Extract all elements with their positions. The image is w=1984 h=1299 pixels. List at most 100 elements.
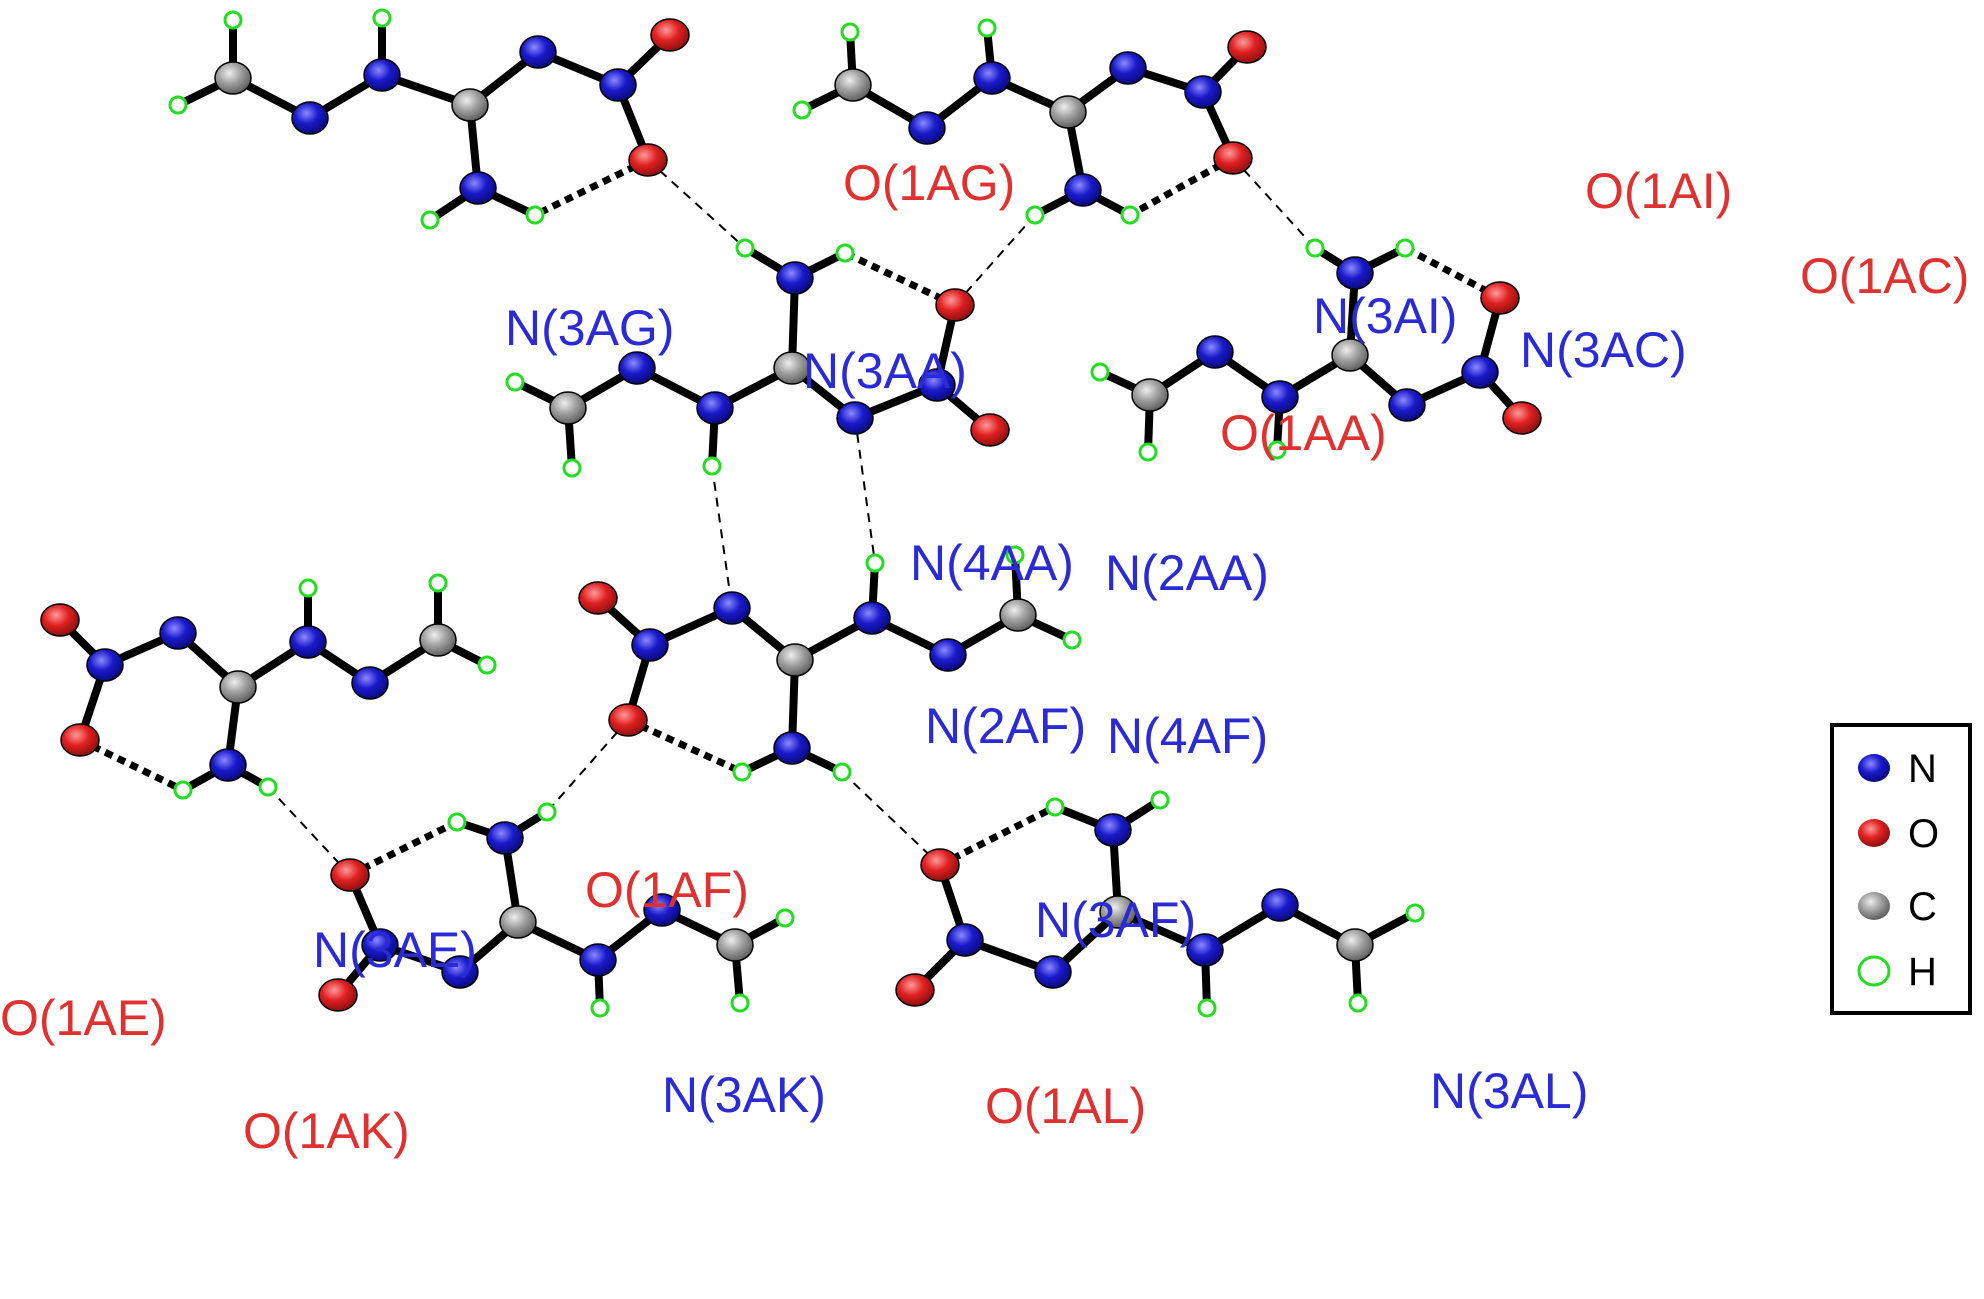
covalent-bonds [57, 18, 1525, 1009]
nitrogen-atom [86, 648, 124, 682]
nitrogen-atom [1461, 355, 1499, 389]
carbon-atom [1336, 928, 1374, 962]
oxygen-atom [970, 413, 1010, 447]
carbon-atom [549, 391, 587, 425]
oxygen-atom [1480, 281, 1520, 315]
oxygen-atom [920, 848, 960, 882]
hydrogen-atom [1005, 545, 1025, 565]
hydrogen-atom [1197, 998, 1217, 1018]
hydrogen-atom [1395, 238, 1415, 258]
carbon-atom [1099, 895, 1137, 929]
hydrogen-atom [1120, 205, 1140, 225]
hydrogen-atom [1045, 797, 1065, 817]
hydrogen-bond-intermolecular [841, 771, 941, 866]
carbon-atom [1331, 338, 1369, 372]
legend-h-swatch [1857, 955, 1891, 987]
hydrogen-atom [1138, 442, 1158, 462]
hydrogen-atom [735, 238, 755, 258]
nitrogen-atom [599, 68, 637, 102]
carbon-atom [214, 61, 252, 95]
hydrogen-atom [477, 655, 497, 675]
hydrogen-bond-intermolecular [546, 719, 629, 813]
nitrogen-atom [918, 368, 956, 402]
nitrogen-atom [1186, 933, 1224, 967]
hydrogen-bond-intramolecular [348, 818, 459, 879]
hydrogen-atom [832, 762, 852, 782]
nitrogen-atom [1261, 380, 1299, 414]
hydrogen-atom [223, 10, 243, 30]
carbon-atom [999, 598, 1037, 632]
legend-n-label: N [1908, 747, 1937, 791]
oxygen-atom [650, 18, 690, 52]
nitrogen-atom [486, 821, 524, 855]
nitrogen-atom [773, 731, 811, 765]
nitrogen-atom [291, 101, 329, 135]
hydrogen-bond-intramolecular [938, 803, 1057, 869]
carbon-atom [773, 351, 811, 385]
label-n4aa: N(4AA) [910, 535, 1074, 591]
label-o1af: O(1AF) [585, 862, 749, 918]
hydrogen-atom [840, 22, 860, 42]
hydrogen-atom [447, 812, 467, 832]
carbon-atom [834, 68, 872, 102]
hydrogen-atom [1267, 440, 1287, 460]
hydrogen-atom [1150, 790, 1170, 810]
legend-c-label: C [1908, 885, 1937, 929]
oxygen-atom [40, 603, 80, 637]
oxygen-atom [60, 723, 100, 757]
nitrogen-atom [363, 58, 401, 92]
nitrogen-atom [351, 666, 389, 700]
hydrogen-atom [977, 18, 997, 38]
hydrogen-bond-intermolecular [1232, 157, 1316, 249]
nitrogen-atom [1196, 335, 1234, 369]
nitrogen-atom [929, 638, 967, 672]
hydrogen-bond-intermolecular [647, 159, 746, 249]
carbon-atom [219, 670, 257, 704]
nitrogen-atom [519, 35, 557, 69]
oxygen-atom [1213, 141, 1253, 175]
legend-n-swatch [1858, 754, 1890, 782]
label-o1ai: O(1AI) [1585, 163, 1732, 219]
hydrogen-bond-intermolecular [267, 786, 351, 876]
label-n2af: N(2AF) [925, 698, 1086, 754]
hydrogen-atom [1062, 630, 1082, 650]
nitrogen-atom [1109, 51, 1147, 85]
hydrogen-atom [865, 553, 885, 573]
carbon-atom [1131, 378, 1169, 412]
label-n3ai: N(3AI) [1313, 288, 1457, 344]
nitrogen-atom [441, 955, 479, 989]
label-n2aa: N(2AA) [1105, 545, 1269, 601]
hydrogen-atom [168, 95, 188, 115]
hydrogen-atom [525, 205, 545, 225]
oxygen-atom [628, 143, 668, 177]
label-o1aa: O(1AA) [1220, 405, 1387, 461]
nitrogen-atom [631, 628, 669, 662]
legend-item-n: N [1858, 747, 1937, 791]
legend-h-label: H [1908, 950, 1937, 994]
label-o1ag: O(1AG) [843, 155, 1015, 211]
nitrogen-atom [289, 625, 327, 659]
carbon-atom [716, 928, 754, 962]
nitrogen-atom [1064, 173, 1102, 207]
label-n3aa: N(3AA) [803, 343, 967, 399]
hydrogen-bond-intramolecular [1128, 154, 1235, 219]
label-o1ae: O(1AE) [0, 990, 167, 1046]
nitrogen-atom [643, 893, 681, 927]
nitrogen-atom [1094, 813, 1132, 847]
hydrogen-atom [420, 210, 440, 230]
nitrogen-atom [696, 391, 734, 425]
hydrogen-atom [298, 578, 318, 598]
nitrogen-atom [836, 401, 874, 435]
hydrogen-atom [590, 998, 610, 1018]
oxygen-atom [1502, 401, 1542, 435]
nitrogen-atom [1336, 256, 1374, 290]
hydrogen-atom [1025, 205, 1045, 225]
hydrogen-atom [258, 777, 278, 797]
carbon-atom [1049, 95, 1087, 129]
hydrogen-atom [792, 100, 812, 120]
legend-o-label: O [1908, 812, 1939, 856]
nitrogen-atom [1388, 388, 1426, 422]
label-n3ae: N(3AE) [313, 922, 477, 978]
hydrogen-atom [1090, 362, 1110, 382]
